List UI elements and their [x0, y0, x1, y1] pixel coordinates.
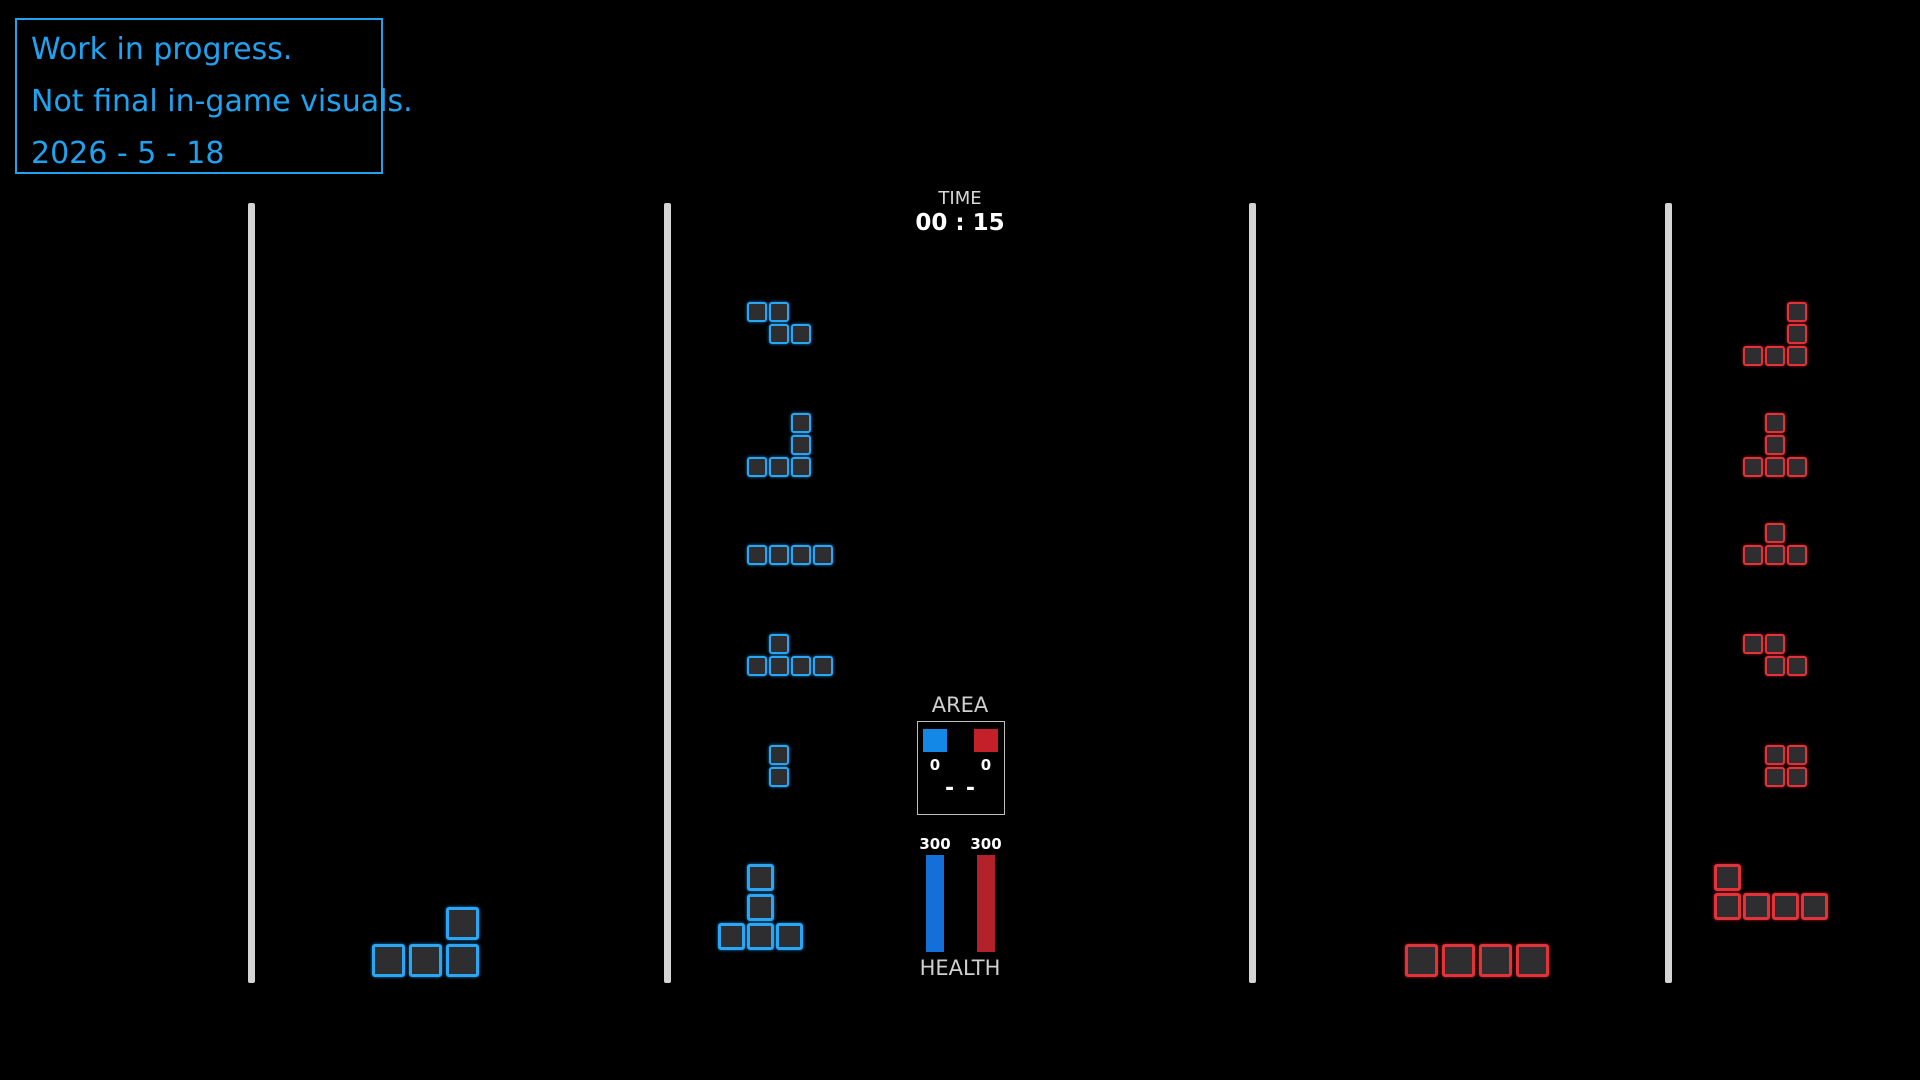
blue-queue-cell	[769, 634, 789, 654]
blue-queue-cell	[813, 545, 833, 565]
red-queue-cell	[1765, 545, 1785, 565]
blue-health-value: 300	[919, 835, 951, 853]
red-queue-cell	[1765, 435, 1785, 455]
blue-board-left-wall	[248, 203, 255, 983]
blue-queue-cell	[791, 324, 811, 344]
red-queue-cell	[1714, 864, 1741, 891]
blue-queue-cell	[769, 745, 789, 765]
red-queue-cell	[1743, 634, 1763, 654]
red-area-score: 0	[980, 756, 992, 774]
red-queue-cell	[1787, 745, 1807, 765]
red-queue-cell	[1743, 545, 1763, 565]
blue-queue-cell	[769, 767, 789, 787]
blue-queue-cell	[769, 656, 789, 676]
blue-queue-cell	[791, 413, 811, 433]
red-queue-cell	[1787, 767, 1807, 787]
wip-line-2: Not final in-game visuals.	[31, 84, 413, 119]
red-board-cell	[1405, 944, 1438, 977]
red-board-cell	[1442, 944, 1475, 977]
red-queue-cell	[1765, 523, 1785, 543]
red-board-left-wall	[1249, 203, 1256, 983]
wip-notice: Work in progress. Not final in-game visu…	[15, 18, 413, 174]
red-board-right-wall	[1665, 203, 1672, 983]
area-panel: 0 0 - -	[917, 721, 1005, 815]
blue-queue-cell	[791, 545, 811, 565]
red-queue-cell	[1787, 346, 1807, 366]
blue-board-cell	[446, 907, 479, 940]
blue-health-fill	[926, 855, 944, 952]
blue-queue-cell	[769, 545, 789, 565]
blue-queue-cell	[718, 923, 745, 950]
blue-queue-cell	[747, 302, 767, 322]
blue-queue-cell	[747, 545, 767, 565]
red-queue-cell	[1765, 767, 1785, 787]
red-team-swatch	[974, 729, 998, 752]
red-health-bar	[977, 855, 995, 952]
red-board-cell	[1479, 944, 1512, 977]
red-queue-cell	[1772, 893, 1799, 920]
blue-queue-cell	[747, 656, 767, 676]
blue-queue-cell	[769, 302, 789, 322]
red-queue-cell	[1787, 457, 1807, 477]
red-queue-cell	[1765, 745, 1785, 765]
blue-board-cell	[409, 944, 442, 977]
time-label: TIME	[938, 188, 982, 209]
red-queue-cell	[1787, 545, 1807, 565]
blue-board-cell	[446, 944, 479, 977]
blue-team-swatch	[923, 729, 947, 752]
red-queue-cell	[1714, 893, 1741, 920]
blue-queue-cell	[747, 457, 767, 477]
red-board-cell	[1516, 944, 1549, 977]
area-label: AREA	[931, 693, 989, 717]
red-queue-cell	[1787, 302, 1807, 322]
area-result: - -	[945, 776, 977, 801]
red-queue-cell	[1801, 893, 1828, 920]
red-queue-cell	[1765, 656, 1785, 676]
blue-area-score: 0	[929, 756, 941, 774]
blue-queue-cell	[791, 457, 811, 477]
red-health-value: 300	[970, 835, 1002, 853]
red-queue-cell	[1765, 413, 1785, 433]
red-queue-cell	[1765, 634, 1785, 654]
blue-queue-cell	[791, 435, 811, 455]
wip-line-3: 2026 - 5 - 18	[31, 136, 225, 171]
red-queue-cell	[1743, 457, 1763, 477]
red-queue-cell	[1765, 346, 1785, 366]
red-queue-cell	[1787, 656, 1807, 676]
blue-board-right-wall	[664, 203, 671, 983]
blue-health-bar	[926, 855, 944, 952]
blue-queue-cell	[791, 656, 811, 676]
wip-line-1: Work in progress.	[31, 32, 293, 67]
health-label: HEALTH	[919, 956, 1001, 980]
blue-board-cell	[372, 944, 405, 977]
blue-queue-cell	[769, 457, 789, 477]
blue-queue-cell	[776, 923, 803, 950]
blue-queue-cell	[813, 656, 833, 676]
red-queue-cell	[1765, 457, 1785, 477]
blue-queue-cell	[769, 324, 789, 344]
blue-queue-cell	[747, 923, 774, 950]
red-queue-cell	[1743, 893, 1770, 920]
time-value: 00 : 15	[915, 210, 1005, 236]
red-health-fill	[977, 855, 995, 952]
blue-queue-cell	[747, 864, 774, 891]
blue-queue-cell	[747, 894, 774, 921]
red-queue-cell	[1743, 346, 1763, 366]
red-queue-cell	[1787, 324, 1807, 344]
